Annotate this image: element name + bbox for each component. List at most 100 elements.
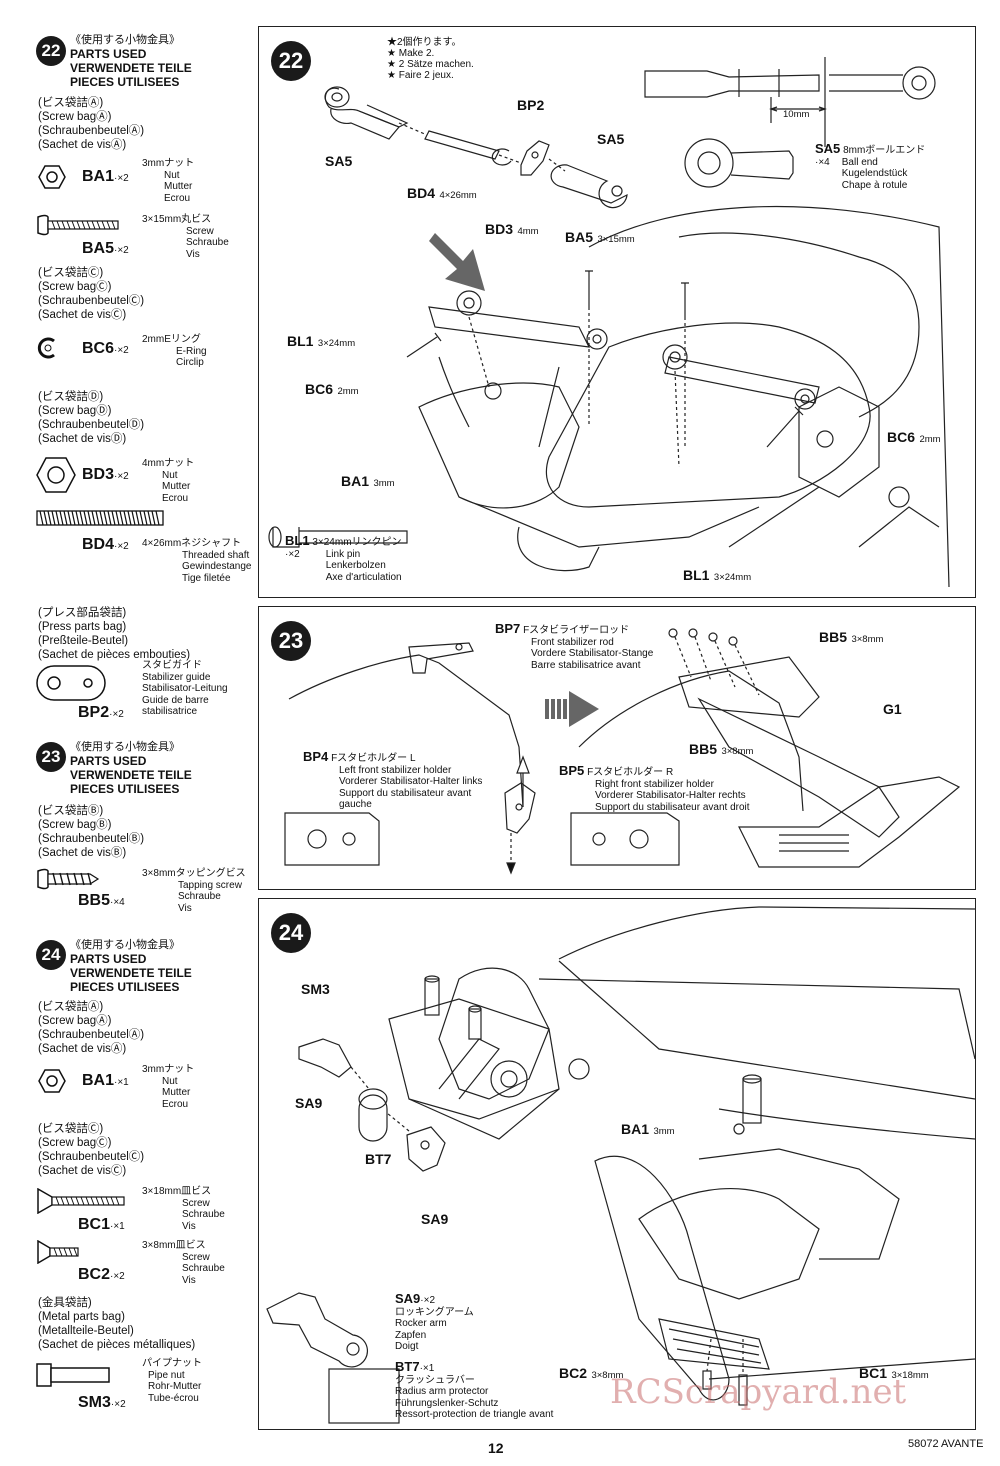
name-en: Link pin xyxy=(325,548,361,560)
part-code: BD4 xyxy=(82,536,115,553)
name-en: Left front stabilizer holder xyxy=(339,764,452,776)
part-qty: ·×2 xyxy=(109,709,124,720)
bag-en: (Screw bagⒸ) xyxy=(38,281,112,293)
name-en: Rocker arm xyxy=(395,1318,447,1329)
part-bb5: BB5·×4 xyxy=(78,892,125,910)
screw-bag-d-label: (ビス袋詰Ⓓ) (Screw bagⒹ) (SchraubenbeutelⒹ) … xyxy=(38,390,144,446)
label-g1: G1 xyxy=(883,701,902,717)
code: BL1 xyxy=(287,333,314,349)
label-sa5-right: SA5 xyxy=(597,131,625,147)
step-22-panel: 22 ★2個作ります。 ★ Make 2. ★ 2 Sätze machen. … xyxy=(258,26,976,598)
bag-fr: (Sachet de visⒹ) xyxy=(38,433,127,445)
bag-en: (Screw bagⒸ) xyxy=(38,1137,112,1149)
name-de: Vorderer Stabilisator-Halter rechts xyxy=(595,790,746,801)
code: BC6 xyxy=(887,429,916,445)
hex-nut-icon xyxy=(38,165,66,189)
bag-jp: (ビス袋詰Ⓓ) xyxy=(38,391,104,403)
header-en: PARTS USED xyxy=(70,47,147,61)
name-fr: Axe d'articulation xyxy=(325,571,402,583)
bag-jp: (ビス袋詰Ⓒ) xyxy=(38,267,104,279)
page-number: 12 xyxy=(488,1440,504,1456)
name-fr: Vis xyxy=(182,1220,196,1232)
name-en: Threaded shaft xyxy=(182,549,250,561)
hex-nut-icon xyxy=(38,1069,66,1093)
bag-de: (SchraubenbeutelⒸ) xyxy=(38,295,145,307)
name-en: Screw xyxy=(182,1251,210,1263)
code: BB5 xyxy=(689,741,718,757)
name-de: Zapfen xyxy=(395,1329,427,1341)
part-size: 3×8mm皿ビス xyxy=(142,1240,206,1251)
name-fr: Barre stabilisatrice avant xyxy=(531,659,641,671)
code: BD3 xyxy=(485,221,514,237)
part-size: パイプナット xyxy=(142,1358,202,1369)
name-fr: Ecrou xyxy=(162,492,189,504)
bag-de: (SchraubenbeutelⒹ) xyxy=(38,419,145,431)
name-fr: Doigt xyxy=(395,1341,419,1352)
name-en: Stabilizer guide xyxy=(142,671,211,683)
size: 3×15mm xyxy=(597,234,635,245)
name-fr: Tube-écrou xyxy=(148,1392,199,1404)
bag-de: (SchraubenbeutelⒶ) xyxy=(38,1029,145,1041)
bag-en: (Metal parts bag) xyxy=(38,1311,125,1323)
tapping-screw-icon xyxy=(37,868,100,890)
step-22-panel-badge: 22 xyxy=(271,41,311,81)
bag-en: (Press parts bag) xyxy=(38,621,127,633)
name-de: Circlip xyxy=(176,357,204,368)
label-bl1-bottom: BL1 3×24mm xyxy=(683,567,751,585)
size: 3×24mm xyxy=(713,572,752,583)
size: 3×8mm xyxy=(851,634,884,645)
label-bd3: BD3 4mm xyxy=(485,221,539,239)
code: BC6 xyxy=(305,381,334,397)
step-24-parts-header: 《使用する小物金具》 PARTS USED VERWENDETE TEILE P… xyxy=(70,938,192,994)
name-fr-2: stabilisatrice xyxy=(142,706,198,717)
step-24-badge: 24 xyxy=(36,940,66,970)
part-code: BP2 xyxy=(78,704,110,721)
name-en: Screw xyxy=(182,1197,210,1209)
part-size: 4×26mmネジシャフト xyxy=(142,538,242,549)
step-22-illustration xyxy=(268,57,950,588)
stabilizer-guide-icon xyxy=(36,665,106,701)
part-ba5: BA5·×2 xyxy=(82,240,129,258)
title: クラッシュラバー xyxy=(395,1374,475,1386)
title: Fスタビホルダー L xyxy=(331,753,416,764)
header-de: VERWENDETE TEILE xyxy=(70,768,192,782)
name-en: Nut xyxy=(162,1075,178,1087)
size: 3×24mm xyxy=(317,338,356,349)
hex-nut-icon xyxy=(36,457,76,493)
size: 3×18mm xyxy=(891,1370,929,1381)
note-en: ★ Make 2. xyxy=(387,48,435,59)
countersunk-screw-short-icon xyxy=(37,1240,79,1264)
code: BA5 xyxy=(565,229,594,245)
name-de: Vorderer Stabilisator-Halter links xyxy=(339,776,483,787)
name-fr: Ressort-protection de triangle avant xyxy=(395,1409,554,1420)
part-code: SM3 xyxy=(78,1394,111,1411)
step-24-illustration xyxy=(266,906,975,1424)
label-bc6-left: BC6 2mm xyxy=(305,381,359,399)
size: 3×8mm xyxy=(721,746,754,757)
bag-jp: (プレス部品袋詰) xyxy=(38,607,127,619)
screw-bag-a-label: (ビス袋詰Ⓐ) (Screw bagⒶ) (SchraubenbeutelⒶ) … xyxy=(38,96,144,152)
part-code: BA1 xyxy=(82,1072,115,1089)
part-bc6: BC6·×2 xyxy=(82,340,129,358)
part-code: BC6 xyxy=(82,340,115,357)
bag-jp: (ビス袋詰Ⓐ) xyxy=(38,97,104,109)
metal-parts-bag-label: (金具袋詰) (Metal parts bag) (Metallteile-Be… xyxy=(38,1296,195,1352)
part-ba1-2: BA1·×1 xyxy=(82,1072,129,1090)
label-ba1: BA1 3mm xyxy=(341,473,395,491)
header-de: VERWENDETE TEILE xyxy=(70,966,192,980)
header-jp: 《使用する小物金具》 xyxy=(70,741,180,753)
step-24-panel-badge: 24 xyxy=(271,913,311,953)
code: BA1 xyxy=(621,1121,650,1137)
part-code: BB5 xyxy=(78,892,111,909)
note-fr: ★ Faire 2 jeux. xyxy=(387,70,454,81)
name-en: Tapping screw xyxy=(178,879,242,891)
step-22-badge: 22 xyxy=(36,36,66,66)
part-code: BD3 xyxy=(82,466,115,483)
bag-de: (Metallteile-Beutel) xyxy=(38,1325,134,1337)
